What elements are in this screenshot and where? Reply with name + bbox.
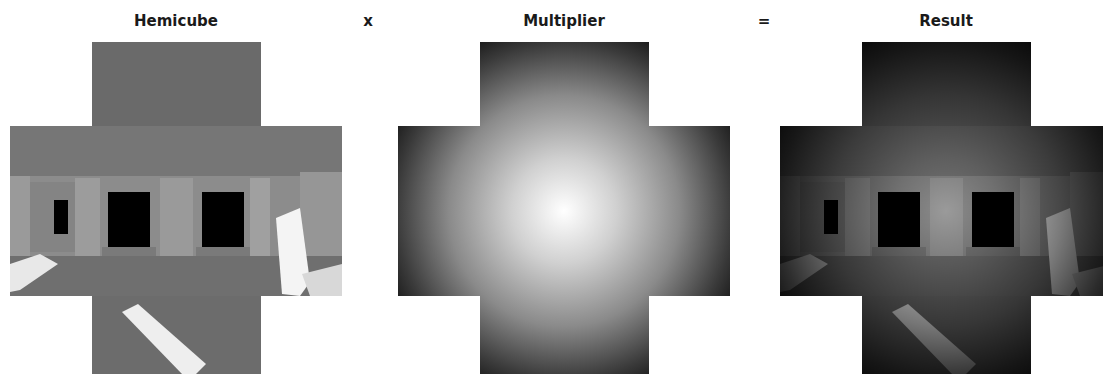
panel-title: Hemicube (134, 12, 218, 30)
panel-title: Multiplier (523, 12, 605, 30)
operator-symbol: x (363, 12, 373, 30)
panel-title: Result (919, 12, 973, 30)
operator-symbol: = (758, 12, 771, 30)
